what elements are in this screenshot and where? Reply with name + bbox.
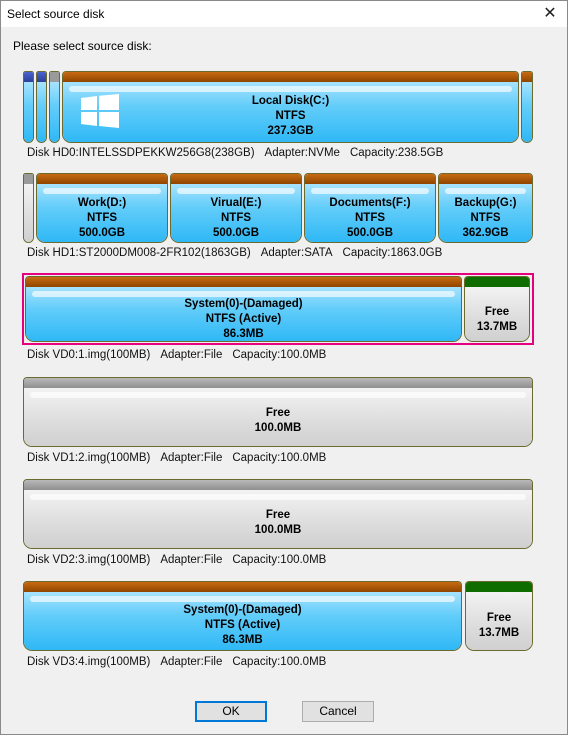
partition-size: 500.0GB	[212, 227, 260, 239]
free-label: Free	[265, 407, 291, 419]
ok-button[interactable]: OK	[195, 701, 267, 722]
partition-name: Local Disk(C:)	[251, 95, 330, 107]
disk-hd1-label: Disk HD1:ST2000DM008-2FR102(1863GB)Adapt…	[27, 247, 443, 259]
partition-system-damaged[interactable]: System(0)-(Damaged) NTFS (Active) 86.3MB	[23, 581, 462, 651]
partition-work-d[interactable]: Work(D:) NTFS 500.0GB	[36, 173, 168, 243]
free-space[interactable]: Free 13.7MB	[464, 276, 530, 342]
partition-system-damaged[interactable]: System(0)-(Damaged) NTFS (Active) 86.3MB	[25, 276, 462, 342]
partition-fs: NTFS	[86, 212, 118, 224]
window-title: Select source disk	[7, 7, 105, 21]
windows-logo-icon	[81, 94, 119, 128]
partition-size: 500.0GB	[346, 227, 394, 239]
partition-size: 86.3MB	[222, 634, 263, 646]
hidden-partition-2[interactable]	[36, 71, 47, 143]
free-size: 100.0MB	[254, 524, 302, 536]
disk-vd3-map[interactable]: System(0)-(Damaged) NTFS (Active) 86.3MB…	[23, 581, 533, 651]
disk-vd0-map[interactable]: System(0)-(Damaged) NTFS (Active) 86.3MB…	[23, 276, 533, 342]
free-space[interactable]: Free 13.7MB	[465, 581, 533, 651]
partition-size: 500.0GB	[78, 227, 126, 239]
partition-fs: NTFS (Active)	[205, 313, 282, 325]
free-space[interactable]: Free 100.0MB	[23, 377, 533, 447]
partition-fs: NTFS	[470, 212, 501, 224]
free-label: Free	[484, 306, 510, 318]
partition-local-disk-c[interactable]: Local Disk(C:) NTFS 237.3GB	[62, 71, 519, 143]
partition-size: 362.9GB	[462, 227, 509, 239]
free-size: 13.7MB	[476, 321, 518, 333]
partition-name: System(0)-(Damaged)	[183, 604, 302, 616]
title-bar: Select source disk ✕	[1, 1, 567, 27]
partition-name: Documents(F:)	[329, 197, 411, 209]
free-label: Free	[486, 612, 512, 624]
hidden-partition-1[interactable]	[23, 71, 34, 143]
disk-hd0-label: Disk HD0:INTELSSDPEKKW256G8(238GB)Adapte…	[27, 147, 444, 159]
partition-fs: NTFS	[354, 212, 386, 224]
disk-hd1-map[interactable]: Work(D:) NTFS 500.0GB Virual(E:) NTFS 50…	[23, 173, 533, 243]
partition-name: Virual(E:)	[210, 197, 262, 209]
disk-vd1-map[interactable]: Free 100.0MB	[23, 377, 533, 447]
partition-documents-f[interactable]: Documents(F:) NTFS 500.0GB	[304, 173, 436, 243]
close-icon[interactable]: ✕	[543, 5, 557, 22]
partition-name: Backup(G:)	[454, 197, 517, 209]
partition-size: 86.3MB	[223, 328, 264, 340]
partition-name: System(0)-(Damaged)	[184, 298, 303, 310]
partition-virual-e[interactable]: Virual(E:) NTFS 500.0GB	[170, 173, 302, 243]
free-space[interactable]: Free 100.0MB	[23, 479, 533, 549]
free-size: 100.0MB	[254, 422, 302, 434]
cancel-button[interactable]: Cancel	[302, 701, 374, 722]
disk-vd2-map[interactable]: Free 100.0MB	[23, 479, 533, 549]
prompt-text: Please select source disk:	[13, 39, 152, 53]
free-label: Free	[265, 509, 291, 521]
hidden-partition-3[interactable]	[49, 71, 60, 143]
partition-fs: NTFS	[220, 212, 252, 224]
free-size: 13.7MB	[478, 627, 520, 639]
selected-disk-highlight	[22, 273, 534, 345]
unallocated-sliver[interactable]	[23, 173, 34, 243]
partition-fs: NTFS (Active)	[204, 619, 281, 631]
partition-fs: NTFS	[275, 110, 306, 122]
partition-size: 237.3GB	[267, 125, 314, 137]
hidden-partition-4[interactable]	[521, 71, 533, 143]
disk-hd0-map[interactable]: Local Disk(C:) NTFS 237.3GB	[23, 71, 533, 143]
partition-name: Work(D:)	[77, 197, 127, 209]
partition-backup-g[interactable]: Backup(G:) NTFS 362.9GB	[438, 173, 533, 243]
